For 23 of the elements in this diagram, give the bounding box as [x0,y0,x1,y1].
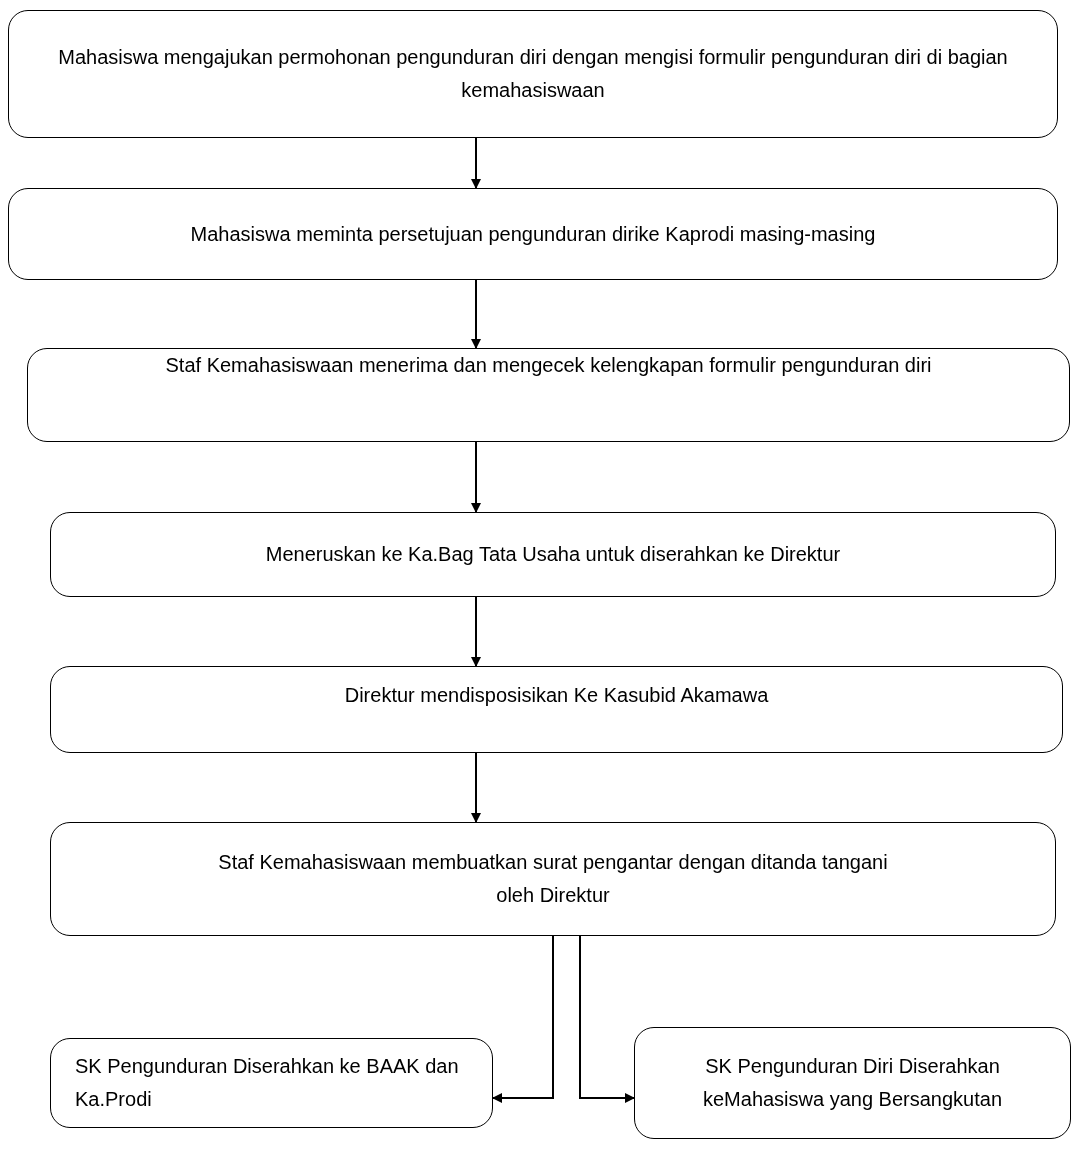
arrow [471,441,481,513]
step-text: Staf Kemahasiswaan membuatkan surat pengantar dengan ditanda tangani oleh Direktur [217,850,889,908]
step-text: Direktur mendisposisikan Ke Kasubid Akamawa [344,683,769,708]
arrow [471,279,481,349]
process-box [50,666,1063,753]
process-box [50,822,1056,936]
arrow [492,935,554,1103]
arrow [471,137,481,189]
step-text: Staf Kemahasiswaan menerima dan mengecek kelengkapan formulir pengunduran diri [165,353,932,378]
process-box [634,1027,1071,1139]
arrow [471,596,481,667]
step-text: SK Pengunduran Diri Diserahkan keMahasiswa yang Bersangkutan [701,1054,1004,1112]
process-box [50,1038,493,1128]
step-text: Meneruskan ke Ka.Bag Tata Usaha untuk diserahkan ke Direktur [265,542,841,567]
process-box [8,10,1058,138]
step-text: Mahasiswa meminta persetujuan pengunduran dirike Kaprodi masing-masing [190,221,876,247]
step-text: SK Pengunduran Diserahkan ke BAAK dan Ka.Prodi [75,1054,460,1112]
process-box [50,512,1056,597]
arrow [579,935,635,1103]
arrow [471,752,481,823]
step-text: Mahasiswa mengajukan permohonan pengunduran diri dengan mengisi formulir pengunduran diri di bagian kemahasiswaan [57,45,1009,103]
process-box [27,348,1070,442]
process-box [8,188,1058,280]
